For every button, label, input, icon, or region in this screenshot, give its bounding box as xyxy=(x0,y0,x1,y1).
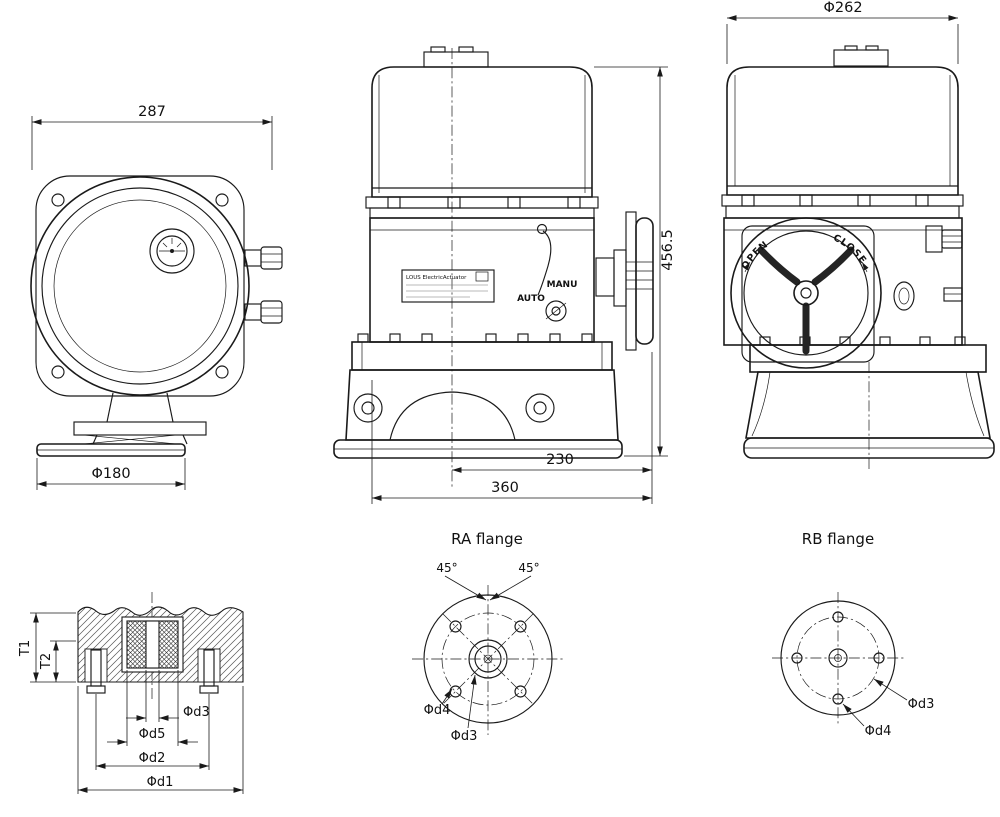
position-indicator xyxy=(149,228,195,274)
side-360-dim: 360 xyxy=(491,480,519,496)
handwheel-rear: OPEN CLOSE xyxy=(730,217,882,369)
side-height-dim: 456.5 xyxy=(660,229,676,271)
yoke-side xyxy=(333,369,623,459)
base-rear xyxy=(743,336,995,472)
round-housing xyxy=(30,176,250,396)
ra-flange-title: RA flange xyxy=(451,530,523,548)
cover xyxy=(371,66,593,198)
ra-angle-left: 45° xyxy=(436,561,457,575)
section-bolt-left xyxy=(84,648,108,694)
cover-rear xyxy=(726,66,959,196)
nameplate: LOUS ElectricActuator xyxy=(401,269,495,303)
ra-d3-label: Φd3 xyxy=(451,729,478,744)
front-base-dim: Φ180 xyxy=(91,466,130,482)
rb-d3-label: Φd3 xyxy=(908,697,935,712)
rb-flange-view: RB flange Φd3 Φd4 xyxy=(772,530,934,739)
rb-flange-title: RB flange xyxy=(802,530,874,548)
front-view: 287 xyxy=(30,104,283,490)
cable-gland-rear xyxy=(925,225,963,253)
spoke-upper-right xyxy=(811,246,855,286)
nameplate-text: LOUS ElectricActuator xyxy=(406,275,467,281)
close-direction-arrow xyxy=(861,261,869,273)
cable-gland-bottom xyxy=(244,300,283,324)
rear-view: Φ262 xyxy=(721,0,995,472)
terminal-cap xyxy=(423,51,489,68)
front-width-dim: 287 xyxy=(138,104,166,120)
section-t2-dim: T2 xyxy=(39,653,54,670)
mounting-stand-front xyxy=(36,392,207,457)
manu-label: MANU xyxy=(547,280,578,290)
ra-d4-label: Φd4 xyxy=(424,703,451,718)
section-t1-dim: T1 xyxy=(18,640,33,657)
declutch-lever xyxy=(536,223,567,322)
side-view: LOUS ElectricActuator MANU AUTO xyxy=(333,46,676,504)
side-230-dim: 230 xyxy=(546,452,574,468)
handwheel-side xyxy=(595,211,654,351)
section-d3-dim: Φd3 xyxy=(183,705,210,720)
rb-d4-label: Φd4 xyxy=(865,724,892,739)
ra-angle-right: 45° xyxy=(518,561,539,575)
auto-label: AUTO xyxy=(517,294,545,304)
section-bolt-right xyxy=(197,648,221,694)
ra-flange-view: RA flange 45° 45° Φd4 Φd3 xyxy=(412,530,564,744)
section-d1-dim: Φd1 xyxy=(147,775,174,790)
base-flange-side xyxy=(351,333,613,371)
section-view: T1 T2 Φd3 Φd5 Φd2 Φd1 xyxy=(18,592,244,794)
section-d5-dim: Φd5 xyxy=(139,727,166,742)
sight-glass xyxy=(893,281,963,311)
rear-cover-dim: Φ262 xyxy=(823,0,862,16)
spoke-upper-left xyxy=(757,246,801,286)
open-direction-arrow xyxy=(743,261,751,273)
section-d2-dim: Φd2 xyxy=(139,751,166,766)
cable-gland-top xyxy=(244,246,283,270)
